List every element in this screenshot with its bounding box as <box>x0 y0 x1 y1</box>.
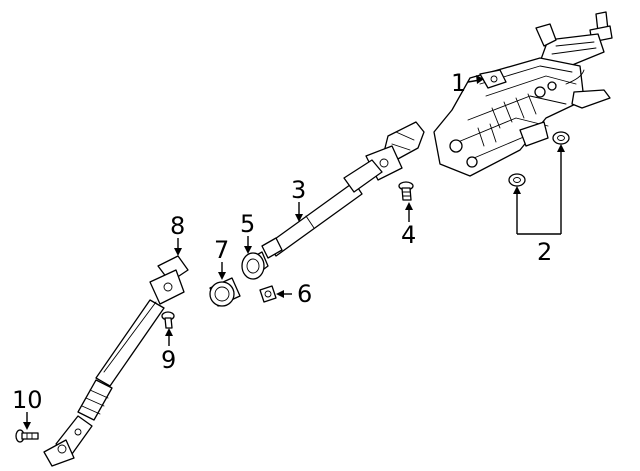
clip-6 <box>259 285 277 303</box>
boot-5 <box>241 251 269 280</box>
callout-2: 2 <box>537 238 552 266</box>
callout-6: 6 <box>297 280 312 308</box>
callout-4: 4 <box>401 221 416 249</box>
callout-10: 10 <box>12 386 43 414</box>
seal-7 <box>209 277 241 307</box>
bolt-9 <box>161 311 175 329</box>
callout-1: 1 <box>451 69 466 97</box>
bolt-4 <box>398 181 414 201</box>
callout-7: 7 <box>214 236 229 264</box>
bolt-10 <box>15 429 39 443</box>
callout-8: 8 <box>170 212 185 240</box>
steering-column-assembly <box>433 11 613 177</box>
leader-lines <box>23 75 565 430</box>
callout-9: 9 <box>161 346 176 374</box>
callout-labels: 1 2 3 4 5 6 7 8 9 10 <box>12 69 552 414</box>
nut-lower <box>508 173 526 187</box>
callout-5: 5 <box>240 210 255 238</box>
lower-shaft <box>43 255 189 467</box>
callout-3: 3 <box>291 176 306 204</box>
intermediate-shaft <box>261 121 425 259</box>
nut-upper <box>552 131 570 145</box>
